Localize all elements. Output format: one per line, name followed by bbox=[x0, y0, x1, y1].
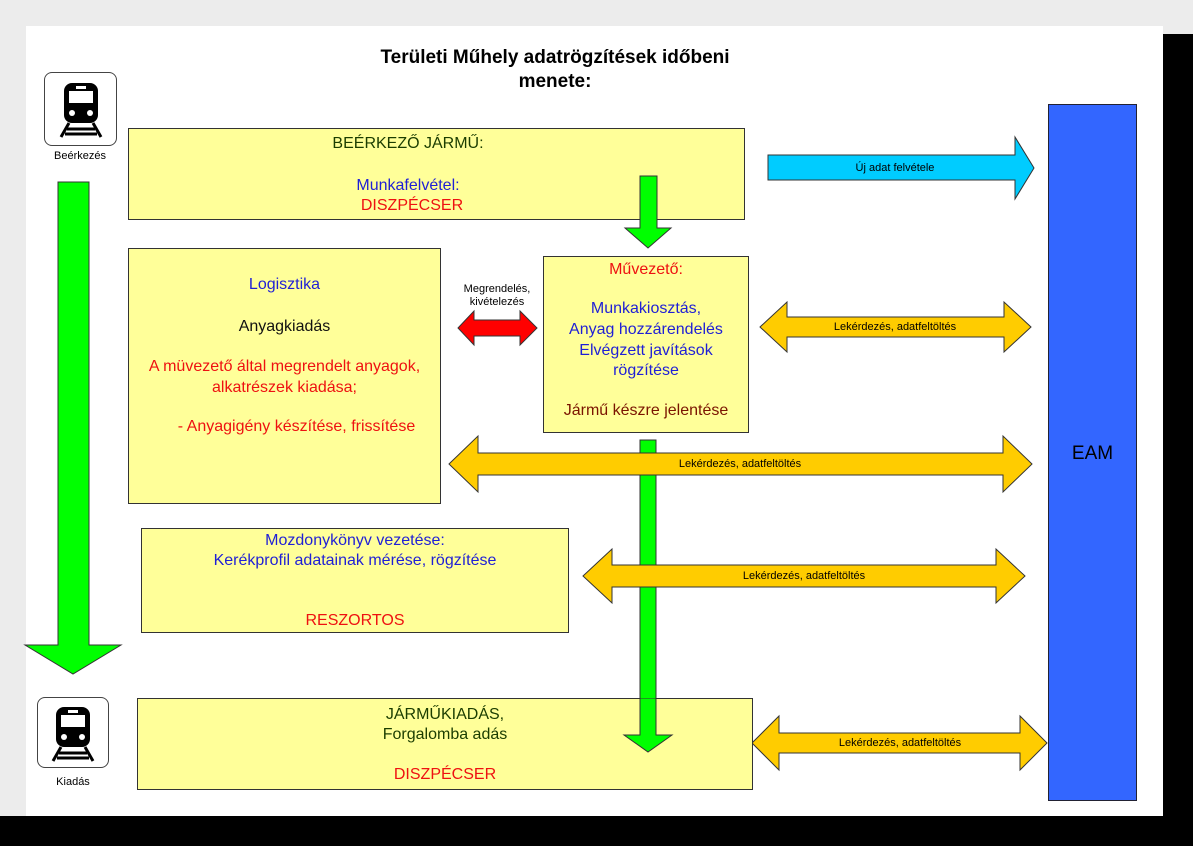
query-label-3: Lekérdezés, adatfeltöltés bbox=[742, 570, 866, 582]
incoming-dispatcher: DISZPÉCSER bbox=[360, 197, 464, 214]
flow-down-arrow-center-tip bbox=[622, 698, 674, 753]
query-arrow-3 bbox=[582, 547, 1026, 605]
logbook-desc: Kerékprofil adatainak mérése, rögzítése bbox=[213, 552, 497, 569]
train-departure-icon bbox=[37, 697, 109, 768]
logistics-desc-2: alkatrészek kiadása; bbox=[212, 379, 357, 396]
order-double-arrow bbox=[457, 309, 538, 347]
foreman-line-3: Elvégzett javítások bbox=[579, 342, 713, 359]
title-line-2: menete: bbox=[518, 71, 592, 92]
foreman-line-1: Munkakiosztás, bbox=[590, 300, 702, 317]
foreman-line-4: rögzítése bbox=[613, 362, 679, 379]
foreman-line-5: Jármű készre jelentése bbox=[563, 402, 729, 419]
incoming-vehicle-box bbox=[128, 128, 745, 220]
order-label: Megrendelés, kivételezés bbox=[448, 283, 546, 309]
eam-label: EAM bbox=[1071, 443, 1114, 464]
query-label-2: Lekérdezés, adatfeltöltés bbox=[678, 458, 802, 470]
query-label-4: Lekérdezés, adatfeltöltés bbox=[838, 737, 962, 749]
query-arrow-1 bbox=[759, 300, 1032, 354]
departure-label: Kiadás bbox=[56, 776, 90, 788]
eam-system-box: EAM bbox=[1048, 104, 1137, 801]
release-title: JÁRMŰKIADÁS, bbox=[385, 706, 505, 723]
logistics-material-issue: Anyagkiadás bbox=[238, 318, 331, 335]
query-arrow-2 bbox=[448, 434, 1033, 494]
logbook-role: RESZORTOS bbox=[305, 612, 405, 629]
logistics-desc-3: - Anyagigény készítése, frissítése bbox=[177, 418, 416, 435]
foreman-title: Művezető: bbox=[609, 261, 683, 278]
query-arrow-4 bbox=[751, 714, 1048, 772]
logbook-title: Mozdonykönyv vezetése: bbox=[265, 532, 445, 549]
incoming-title: BEÉRKEZŐ JÁRMŰ: bbox=[332, 135, 484, 152]
release-subtitle: Forgalomba adás bbox=[382, 726, 508, 743]
logistics-box bbox=[128, 248, 441, 504]
release-dispatcher: DISZPÉCSER bbox=[393, 766, 497, 783]
order-label-line-1: Megrendelés, bbox=[463, 283, 531, 295]
title-line-1: Területi Műhely adatrögzítések időbeni bbox=[380, 47, 730, 68]
foreman-line-2: Anyag hozzárendelés bbox=[569, 321, 723, 338]
arrival-label: Beérkezés bbox=[54, 150, 106, 162]
logistics-title: Logisztika bbox=[248, 276, 321, 293]
flow-down-arrow-short bbox=[623, 175, 673, 249]
logistics-desc-1: A müvezető által megrendelt anyagok, bbox=[148, 358, 421, 375]
foreman-box bbox=[543, 256, 749, 433]
train-arrival-icon bbox=[44, 72, 117, 146]
flow-down-arrow-main bbox=[23, 181, 123, 675]
diagram-title: Területi Műhely adatrögzítések időbeni m… bbox=[330, 46, 780, 94]
new-data-arrow bbox=[767, 135, 1035, 201]
logbook-box bbox=[141, 528, 569, 633]
order-label-line-2: kivételezés bbox=[469, 296, 525, 308]
incoming-work-intake: Munkafelvétel: bbox=[356, 177, 460, 194]
new-data-label: Új adat felvétele bbox=[855, 162, 935, 174]
query-label-1: Lekérdezés, adatfeltöltés bbox=[833, 321, 957, 333]
